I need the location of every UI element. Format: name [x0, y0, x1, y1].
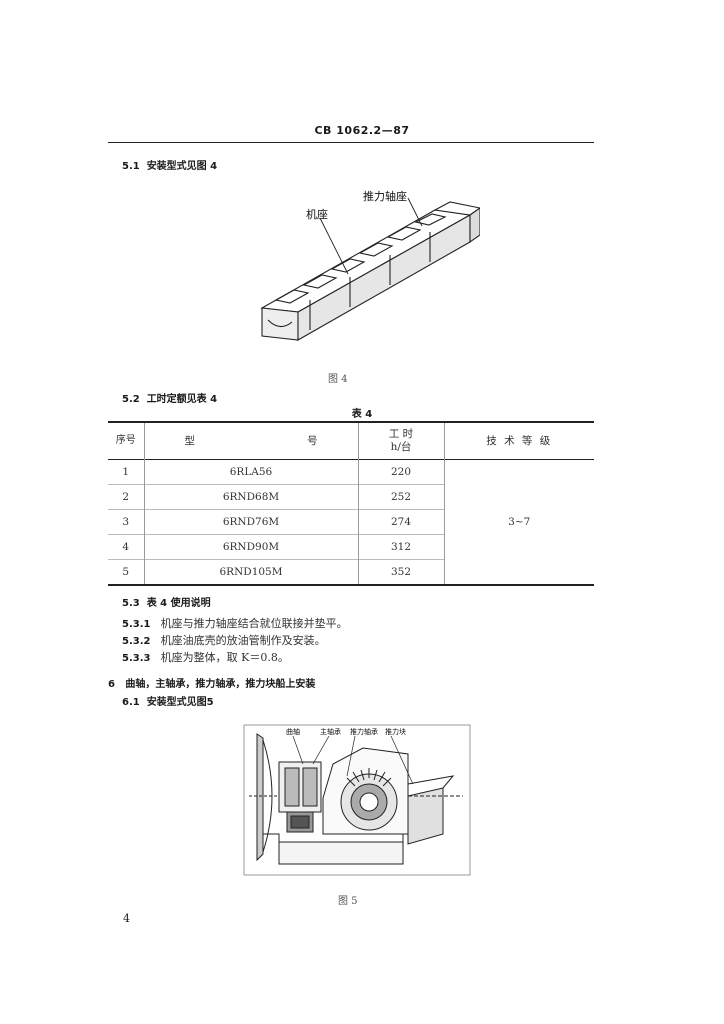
- section-number: 5.2: [122, 394, 140, 405]
- header-hours-top: 工 时: [388, 427, 414, 440]
- figure-5-crankshaft-drawing: [243, 724, 471, 876]
- section-number: 6.1: [122, 697, 140, 708]
- header-hours: 工 时 h/台: [357, 423, 444, 459]
- table-header-row: 序号 型 号 工 时 h/台 技 术 等 级: [108, 423, 594, 459]
- item-number: 5.3.2: [122, 636, 151, 647]
- cell-seq: 5: [122, 565, 130, 578]
- fig5-label-thrust-block: 推力块: [385, 728, 406, 736]
- cell-seq: 1: [122, 465, 130, 478]
- header-model-left: 型: [184, 435, 196, 448]
- section-6: 6 曲轴，主轴承，推力轴承，推力块船上安装: [108, 675, 315, 690]
- header-grade: 技 术 等 级: [443, 423, 594, 459]
- section-5-3: 5.3 表 4 使用说明: [122, 594, 211, 609]
- section-6-1: 6.1 安装型式见图5: [122, 693, 214, 708]
- section-number: 5.3: [122, 598, 140, 609]
- header-model-right: 号: [307, 435, 318, 448]
- item-5-3-3: 5.3.3 机座为整体，取 K＝0.8。: [122, 646, 289, 665]
- cell-seq: 4: [122, 540, 130, 553]
- cell-seq: 2: [122, 490, 130, 503]
- cell-grade: 3~7: [443, 459, 594, 584]
- section-number: 5.1: [122, 161, 140, 172]
- doc-header-number: CB 1062.2—87: [314, 124, 410, 137]
- header-rule: [108, 142, 594, 143]
- cell-hours: 312: [357, 534, 444, 559]
- table-bottom-rule: [108, 583, 594, 586]
- header-model: 型 号: [143, 423, 358, 459]
- section-title: 曲轴，主轴承，推力轴承，推力块船上安装: [125, 679, 316, 690]
- fig4-label-thrust-seat: 推力轴座: [363, 190, 407, 203]
- table4-title: 表 4: [351, 409, 373, 420]
- cell-model: 6RLA56: [143, 459, 358, 484]
- fig5-label-main-bearing: 主轴承: [320, 728, 341, 736]
- item-text: 机座油底壳的放油管制作及安装。: [160, 634, 326, 647]
- cell-model: 6RND90M: [143, 534, 358, 559]
- cell-hours: 274: [357, 509, 444, 534]
- figure-4-base-drawing: [260, 197, 480, 341]
- section-title: 安装型式见图5: [146, 697, 214, 708]
- table-top-rule: [108, 421, 594, 423]
- section-title: 安装型式见图 4: [146, 161, 218, 172]
- section-5-1: 5.1 安装型式见图 4: [122, 157, 217, 172]
- page-number: 4: [123, 912, 130, 925]
- header-seq: 序号: [115, 434, 136, 446]
- cell-model: 6RND68M: [143, 484, 358, 509]
- table-row: 4 6RND90M 312: [108, 534, 594, 559]
- item-number: 5.3.1: [122, 619, 151, 630]
- fig5-label-thrust-bearing: 推力轴承: [350, 728, 378, 736]
- item-text: 机座与推力轴座结合就位联接并垫平。: [160, 617, 348, 630]
- cell-seq: 3: [122, 515, 130, 528]
- fig4-label-base: 机座: [306, 208, 328, 221]
- cell-hours: 220: [357, 459, 444, 484]
- cell-hours: 352: [357, 559, 444, 584]
- table-row: 2 6RND68M 252: [108, 484, 594, 509]
- item-text: 机座为整体，取 K＝0.8。: [160, 651, 289, 664]
- item-5-3-1: 5.3.1 机座与推力轴座结合就位联接并垫平。: [122, 612, 348, 631]
- fig4-caption: 图 4: [328, 374, 348, 385]
- header-hours-unit: h/台: [390, 440, 412, 453]
- item-5-3-2: 5.3.2 机座油底壳的放油管制作及安装。: [122, 629, 326, 648]
- fig5-caption: 图 5: [338, 896, 358, 907]
- section-number: 6: [108, 679, 115, 690]
- section-title: 工时定额见表 4: [146, 394, 218, 405]
- fig5-label-crankshaft: 曲轴: [286, 728, 300, 736]
- cell-model: 6RND76M: [143, 509, 358, 534]
- cell-model: 6RND105M: [143, 559, 358, 584]
- table-row: 5 6RND105M 352: [108, 559, 594, 584]
- section-5-2: 5.2 工时定额见表 4: [122, 390, 217, 405]
- item-number: 5.3.3: [122, 653, 151, 664]
- table-row: 3 6RND76M 274: [108, 509, 594, 534]
- section-title: 表 4 使用说明: [146, 598, 211, 609]
- table-4: 序号 型 号 工 时 h/台 技 术 等 级 1 6RLA56 220 3~7 …: [108, 421, 594, 586]
- cell-hours: 252: [357, 484, 444, 509]
- table-row: 1 6RLA56 220 3~7: [108, 459, 594, 584]
